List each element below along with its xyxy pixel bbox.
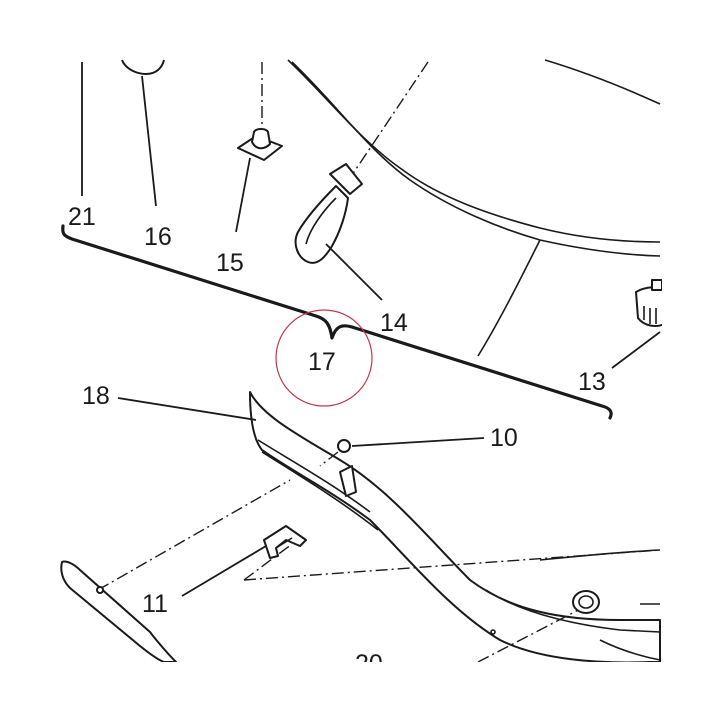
leader-11 bbox=[181, 545, 267, 597]
callout-14: 14 bbox=[380, 309, 408, 337]
upper-body-panel bbox=[287, 59, 661, 357]
crop-mask-bottom bbox=[0, 662, 720, 720]
part-16-cap bbox=[121, 59, 165, 75]
leader-10 bbox=[351, 437, 485, 447]
callout-10: 10 bbox=[490, 424, 518, 452]
part-11-clip bbox=[263, 525, 307, 559]
assembly-center-lines bbox=[97, 479, 661, 663]
crop-mask-right bbox=[662, 0, 720, 720]
leader-14 bbox=[325, 243, 383, 301]
part-13-knob bbox=[635, 279, 665, 327]
part-10-screw bbox=[319, 439, 357, 497]
part-14-latch-handle bbox=[294, 61, 429, 264]
callout-21: 21 bbox=[68, 203, 96, 231]
part-17-bracket bbox=[61, 224, 613, 420]
leader-18 bbox=[117, 397, 257, 421]
highlight-ring-17 bbox=[275, 309, 373, 407]
leader-13 bbox=[611, 331, 661, 369]
callout-17: 17 bbox=[308, 348, 336, 376]
leader-15 bbox=[235, 157, 251, 233]
part-15-grommet bbox=[237, 62, 283, 161]
callout-13: 13 bbox=[578, 368, 606, 396]
grommet-lower-right bbox=[572, 590, 600, 614]
callout-11: 11 bbox=[142, 590, 168, 618]
callout-15: 15 bbox=[216, 249, 244, 277]
part-18-side-trim bbox=[249, 391, 661, 664]
callout-16: 16 bbox=[144, 223, 172, 251]
leader-16 bbox=[141, 75, 157, 207]
callout-18: 18 bbox=[82, 382, 110, 410]
